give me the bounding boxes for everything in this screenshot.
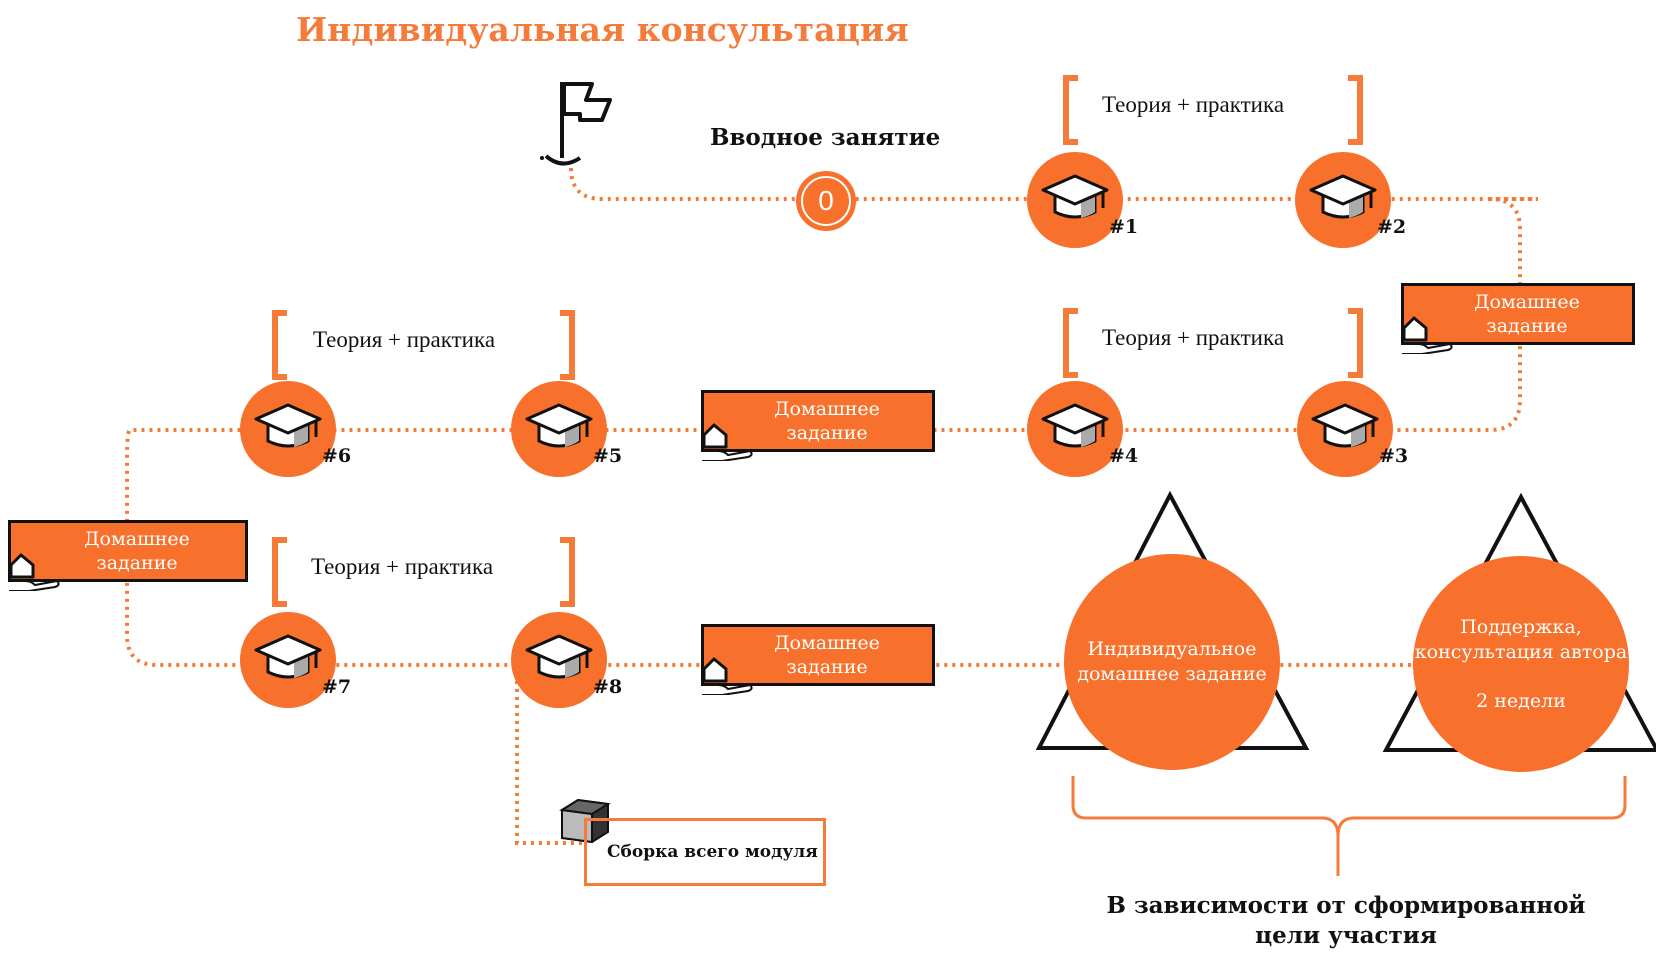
homework-line2: задание [1486, 315, 1568, 337]
support-line2: консультация автора [1414, 640, 1628, 663]
graduation-cap-icon [254, 634, 322, 679]
bracket-label-1: Теория + практика [1102, 92, 1285, 117]
homework-line1: Домашнее [84, 528, 190, 550]
bracket-left [272, 310, 287, 380]
graduation-cap-icon [1309, 174, 1377, 219]
bracket-right [560, 310, 575, 380]
graduation-cap-icon [1311, 403, 1379, 448]
bracket-left [1063, 308, 1078, 378]
support-duration: 2 недели [1476, 689, 1566, 712]
bottom-note-line2: цели участия [1255, 922, 1437, 949]
homework-line1: Домашнее [774, 632, 880, 654]
bracket-left [1063, 75, 1078, 145]
individual-hw-line1: Индивидуальное [1087, 638, 1257, 660]
page-title: Индивидуальная консультация [296, 10, 909, 49]
group-brace [1071, 776, 1627, 876]
assembly-box: Сборка всего модуля [584, 818, 826, 886]
homework-line1: Домашнее [1474, 291, 1580, 313]
lesson-node-1: #1 [1027, 152, 1138, 248]
bracket-right [1348, 75, 1363, 145]
graduation-cap-icon [1041, 174, 1109, 219]
homework-line1: Домашнее [774, 398, 880, 420]
bracket-right [1348, 308, 1363, 378]
lesson-number: #7 [322, 676, 352, 698]
lesson-number: #8 [593, 676, 623, 698]
house-in-hand-icon [9, 553, 60, 591]
homework-line2: задание [786, 422, 868, 444]
graduation-cap-icon [525, 634, 593, 679]
homework-line2: задание [786, 656, 868, 678]
graduation-cap-icon [1041, 403, 1109, 448]
lesson-node-5: #5 [511, 381, 622, 477]
individual-homework-circle: Индивидуальное домашнее задание [1064, 554, 1280, 770]
homework-box-2: Домашнее задание [701, 390, 935, 461]
intro-number: 0 [801, 176, 851, 226]
lesson-number: #4 [1109, 445, 1139, 467]
lesson-number: #2 [1377, 216, 1407, 238]
lesson-node-4: #4 [1027, 381, 1138, 477]
house-in-hand-icon [1402, 316, 1453, 354]
lesson-node-2: #2 [1295, 152, 1406, 248]
intro-label: Вводное занятие [710, 124, 941, 151]
bracket-label-4: Теория + практика [311, 554, 494, 579]
lesson-node-8: #8 [511, 612, 622, 708]
lesson-node-7: #7 [240, 612, 351, 708]
bottom-note-line1: В зависимости от сформированной [1106, 892, 1586, 919]
house-in-hand-icon [702, 657, 753, 695]
support-line1: Поддержка, [1460, 615, 1582, 638]
homework-line2: задание [96, 552, 178, 574]
lesson-number: #6 [322, 445, 352, 467]
individual-hw-line2: домашнее задание [1077, 663, 1267, 685]
homework-box-1: Домашнее задание [1401, 283, 1635, 354]
lesson-number: #5 [593, 445, 623, 467]
homework-box-4: Домашнее задание [701, 624, 935, 695]
lesson-number: #3 [1379, 445, 1409, 467]
bracket-label-3: Теория + практика [313, 327, 496, 352]
graduation-cap-icon [254, 403, 322, 448]
support-circle: Поддержка, консультация автора 2 недели [1413, 556, 1629, 772]
bracket-label-2: Теория + практика [1102, 325, 1285, 350]
lesson-node-3: #3 [1297, 381, 1408, 477]
bracket-left [272, 537, 287, 607]
house-in-hand-icon [702, 423, 753, 461]
flag-icon [540, 82, 612, 166]
intro-node: 0 [796, 171, 856, 231]
bracket-right [560, 537, 575, 607]
lesson-number: #1 [1109, 216, 1139, 238]
lesson-node-6: #6 [240, 381, 351, 477]
graduation-cap-icon [525, 403, 593, 448]
homework-box-3: Домашнее задание [8, 520, 248, 591]
